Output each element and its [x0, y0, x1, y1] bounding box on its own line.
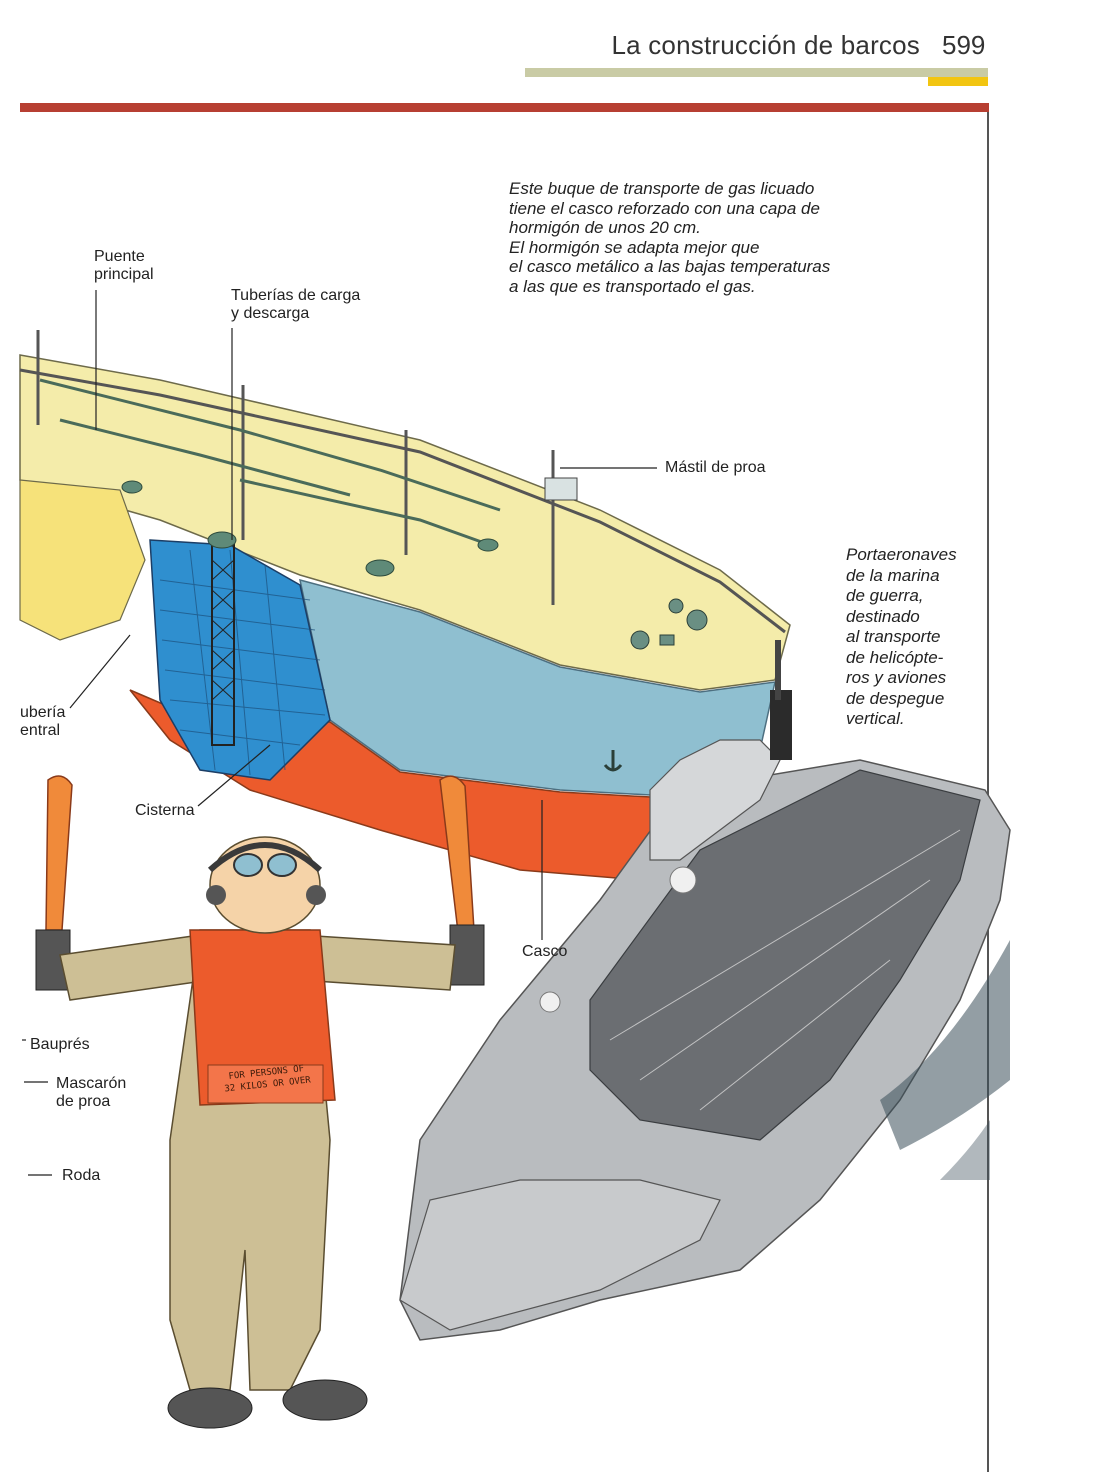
label-line: Puente — [94, 248, 145, 265]
page-number: 599 — [942, 30, 986, 60]
carrier-caption-line: ros y aviones — [846, 668, 947, 687]
fore-mast-lookout — [544, 477, 578, 501]
signalman-head — [209, 836, 321, 934]
carrier-caption-line: vertical. — [846, 709, 905, 728]
label-line: Tuberías de carga — [231, 287, 361, 304]
signal-paddle-left — [45, 775, 73, 931]
anchor-icon — [603, 750, 623, 772]
deck-railing — [19, 368, 786, 634]
running-header-title: La construcción de barcos — [611, 30, 920, 60]
gas-tanker-caption-line: Este buque de transporte de gas licuado — [509, 179, 815, 198]
label-line: entral — [20, 722, 61, 739]
carrier-caption-line: Portaeronaves — [846, 545, 957, 564]
label-baupres: Bauprés — [30, 1036, 90, 1053]
deck-pipes — [39, 378, 501, 547]
label-line: Mascarón — [56, 1075, 127, 1092]
carrier-island — [649, 739, 781, 861]
page-frame-right — [987, 112, 989, 1472]
gas-tanker-caption-line: hormigón de unos 20 cm. — [509, 218, 701, 237]
gas-tanker-caption-line: tiene el casco reforzado con una capa de — [509, 198, 820, 218]
leader-cisterna — [197, 744, 271, 807]
section-red-rule — [20, 103, 989, 112]
carrier-bow — [399, 1179, 721, 1331]
label-mastil: Mástil de proa — [665, 459, 766, 476]
gas-tanker-caption-line: el casco metálico a las bajas temperatur… — [509, 257, 831, 276]
carrier-caption-line: al transporte — [846, 627, 941, 646]
tank-shell-left — [19, 479, 146, 641]
carrier-caption-line: de helicópte- — [846, 647, 944, 667]
header-yellow-bar — [928, 77, 988, 86]
label-line: ubería — [20, 704, 66, 721]
carrier-caption-line: destinado — [846, 606, 920, 626]
signal-paddle-right — [439, 775, 475, 933]
label-roda: Roda — [62, 1167, 101, 1184]
label-tuberias: Tuberías de carga y descarga — [231, 287, 360, 323]
carrier-caption: Portaeronaves de la marina de guerra, de… — [846, 545, 957, 730]
label-puente-principal: Puente principal — [94, 248, 154, 284]
label-cisterna: Cisterna — [135, 802, 195, 819]
label-mascaron: Mascarón de proa — [56, 1075, 126, 1111]
gas-tanker-caption-line: El hormigón se adapta mejor que — [509, 237, 760, 257]
label-line: y descarga — [231, 305, 310, 322]
label-line: principal — [94, 266, 154, 283]
gas-tanker-caption: Este buque de transporte de gas licuado … — [509, 179, 830, 296]
radar-dome — [669, 866, 697, 894]
carrier-caption-line: de la marina — [846, 565, 940, 585]
gas-tanker-caption-line: a las que es transportado el gas. — [509, 276, 756, 296]
carrier-caption-line: de guerra, — [846, 586, 924, 605]
label-casco: Casco — [522, 943, 568, 960]
sea-wake — [880, 940, 1010, 1150]
header-olive-bar — [525, 68, 988, 77]
deck-signalman-figure — [35, 775, 485, 1429]
label-line: de proa — [56, 1093, 111, 1110]
leader-tuberia-central — [69, 634, 131, 709]
label-tuberia-central: ubería entral — [20, 704, 65, 740]
carrier-caption-line: de despegue — [846, 688, 945, 708]
